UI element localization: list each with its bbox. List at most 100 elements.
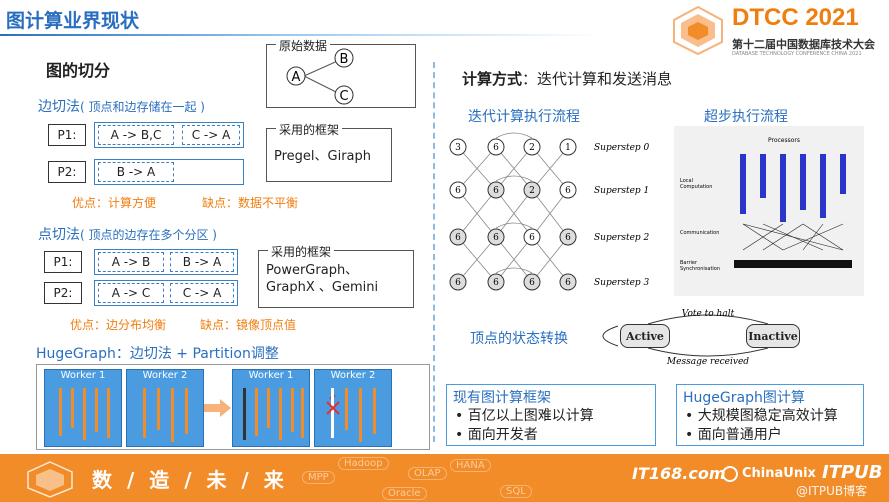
partition-heading: 图的切分: [46, 61, 111, 80]
sponsor-chinaunix: ChinaUnix: [742, 466, 816, 481]
bsp-diagram-svg: Processors Local Computation Communicati…: [680, 137, 852, 272]
vertex-cut-title: 点切法( 顶点的边存在多个分区 ): [38, 224, 217, 244]
bsp-processors: Processors: [768, 137, 800, 144]
edge-cut-label: 边切法: [38, 99, 80, 115]
partition-bar: [291, 388, 294, 432]
ss2-v3: 6: [529, 233, 535, 243]
ss0-v3: 2: [529, 143, 535, 153]
footer-tag: SQL: [500, 485, 532, 498]
original-graph: A B C: [286, 48, 354, 105]
node-c: C: [339, 89, 348, 104]
title-underline: [0, 34, 600, 36]
moved-partition-bar: [243, 388, 246, 440]
removed-partition-bar: [331, 388, 334, 438]
node-a: A: [292, 70, 301, 85]
vertex-p2-cell-1: A -> C: [98, 283, 164, 303]
partition-bar: [185, 388, 188, 434]
vertex-p1-cell-1: A -> B: [98, 252, 164, 272]
ss2-label: Superstep 2: [594, 233, 650, 243]
partition-bar: [301, 388, 304, 438]
partition-bar: [345, 388, 348, 430]
vertex-p2-box: [94, 280, 238, 306]
bsp-communication: Communication: [680, 230, 719, 236]
partition-bar: [255, 388, 258, 436]
hugegraph-compute-title: HugeGraph图计算: [683, 390, 805, 406]
compute-heading-bold: 计算方式: [462, 70, 523, 88]
footer-tag: MPP: [302, 471, 335, 484]
page-title: 图计算业界现状: [6, 10, 140, 32]
ss0-label: Superstep 0: [594, 143, 650, 153]
footer-tag: OLAP: [408, 467, 447, 480]
vote-label: Vote to halt: [682, 309, 735, 319]
superstep-diagram: 3 6 2 1 6 6 2 6 6 6 6 6 6 6 6 6 Superste…: [449, 132, 650, 291]
bsp-title: 超步执行流程: [704, 109, 788, 125]
worker-panel-2: Worker 2: [126, 369, 204, 447]
existing-bullet-1: • 百亿以上图难以计算: [455, 408, 594, 424]
worker-title-3: Worker 1: [248, 370, 294, 381]
worker-panel-4: Worker 2: [314, 369, 392, 447]
svg-text:Synchronisation: Synchronisation: [680, 266, 720, 272]
partition-bar: [143, 388, 146, 438]
partition-bar: [83, 388, 86, 440]
bsp-barrier: Barrier: [680, 260, 698, 266]
vertex-p1-label: P1:: [44, 251, 82, 273]
original-data-label: 原始数据: [276, 37, 331, 54]
worker-title-1: Worker 1: [60, 370, 106, 381]
edge-framework-label: 采用的框架: [276, 121, 343, 138]
vertex-cut-label: 点切法: [38, 227, 80, 243]
vertex-framework-line-2: GraphX 、Gemini: [266, 280, 379, 295]
active-state: Active: [620, 324, 670, 348]
hugegraph-bullet-1: • 大规模图稳定高效计算: [685, 408, 838, 424]
partition-bar: [279, 388, 282, 440]
vertex-p2-label: P2:: [44, 282, 82, 304]
worker-title-4: Worker 2: [330, 370, 376, 381]
ss1-v3: 2: [529, 186, 535, 196]
edge-p1-cell-1: A -> B,C: [98, 125, 174, 145]
logo-subtitle: 第十二届中国数据库技术大会: [732, 38, 875, 51]
hugegraph-partition-heading: HugeGraph：边切法 + Partition调整: [36, 346, 279, 362]
existing-framework-title: 现有图计算框架: [453, 390, 551, 406]
ss3-v3: 6: [529, 278, 535, 288]
chinaunix-icon: [722, 466, 738, 482]
vertex-framework-line-1: PowerGraph、: [266, 263, 359, 278]
partition-bar: [359, 388, 362, 442]
edge-p1-box: [94, 122, 244, 148]
logo-brand: DTCC 2021: [732, 4, 859, 31]
footer-slogan: 数 / 造 / 未 / 来: [92, 468, 288, 492]
footer-tag: Hadoop: [338, 457, 389, 470]
ss2-v1: 6: [455, 233, 461, 243]
node-b: B: [340, 52, 349, 67]
vertex-cut-desc: ( 顶点的边存在多个分区 ): [80, 228, 217, 242]
partition-bar: [107, 388, 110, 438]
edge-framework-text: Pregel、Giraph: [274, 149, 372, 164]
compute-heading: 计算方式：迭代计算和发送消息: [462, 68, 672, 89]
ss3-v4: 6: [565, 278, 571, 288]
ss3-label: Superstep 3: [594, 278, 650, 288]
edge-p1-label: P1:: [48, 124, 86, 146]
bsp-local: Local: [680, 178, 693, 184]
edge-cut-desc: ( 顶点和边存储在一起 ): [80, 100, 205, 114]
ss2-v2: 6: [493, 233, 499, 243]
cross-icon: [326, 401, 340, 415]
sponsor-itpub: ITPUB: [822, 462, 883, 483]
ss3-v1: 6: [455, 278, 461, 288]
edge-cons: 缺点：数据不平衡: [202, 196, 299, 210]
edge-pros: 优点：计算方便: [72, 196, 157, 210]
worker-panel-1: Worker 1: [44, 369, 122, 447]
ss1-v2: 6: [493, 186, 499, 196]
inactive-state: Inactive: [746, 324, 800, 348]
edge-cut-title: 边切法( 顶点和边存储在一起 ): [38, 96, 205, 116]
arrow-right-icon: [204, 399, 231, 417]
svg-text:Computation: Computation: [680, 184, 712, 190]
compute-heading-rest: ：迭代计算和发送消息: [522, 70, 673, 88]
state-diagram: Vote to halt Message received: [602, 309, 769, 366]
vertex-p2-cell-2: C -> A: [170, 283, 234, 303]
vertex-pros: 优点：边分布均衡: [70, 318, 167, 332]
edge-p2-label: P2:: [48, 161, 86, 183]
ss0-v1: 3: [455, 143, 461, 153]
ss1-v1: 6: [455, 186, 461, 196]
vertex-p1-cell-2: B -> A: [170, 252, 234, 272]
ss0-v2: 6: [493, 143, 499, 153]
hugegraph-bullet-2: • 面向普通用户: [685, 427, 782, 443]
footer-tags: Hadoop OLAP HANA MPP Oracle SQL: [0, 454, 889, 502]
